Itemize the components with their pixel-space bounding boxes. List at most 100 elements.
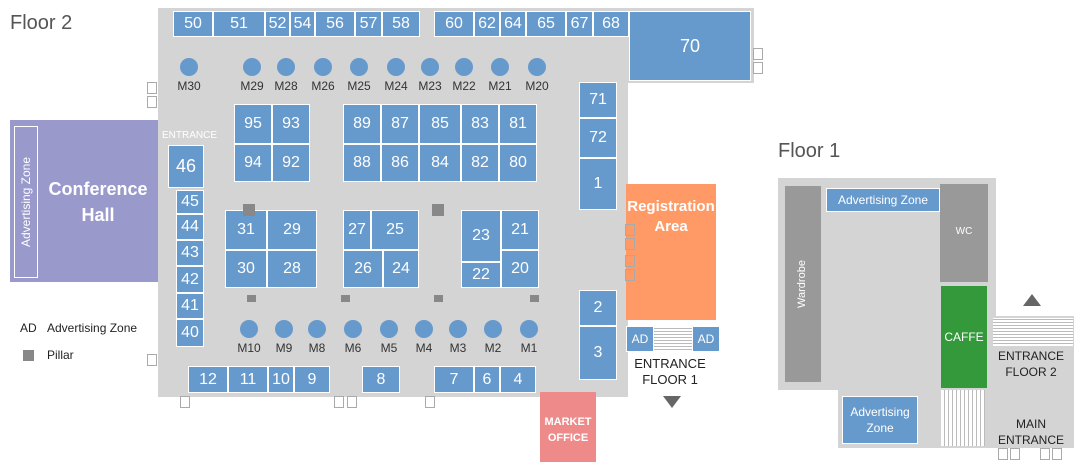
booth-45[interactable]: 45 — [176, 190, 204, 214]
mini-booth-m23[interactable] — [421, 58, 439, 76]
mini-booth-m30[interactable] — [180, 58, 198, 76]
floor1-advertising-zone-bottom[interactable]: Advertising Zone — [842, 396, 918, 444]
mini-booth-m9[interactable] — [275, 320, 293, 338]
conference-advertising-zone[interactable] — [14, 126, 38, 278]
booth-9[interactable]: 9 — [294, 366, 330, 393]
mini-booth-m1[interactable] — [520, 320, 538, 338]
booth-24[interactable]: 24 — [383, 250, 419, 288]
booth-25[interactable]: 25 — [371, 210, 419, 250]
mini-booth-m6-label: M6 — [344, 341, 362, 355]
booth-81[interactable]: 81 — [499, 104, 537, 144]
booth-62[interactable]: 62 — [474, 11, 500, 37]
booth-44[interactable]: 44 — [176, 214, 204, 240]
booth-70[interactable]: 70 — [629, 11, 751, 81]
booth-31[interactable]: 31 — [225, 210, 267, 250]
booth-46[interactable]: 46 — [168, 145, 204, 188]
booth-95[interactable]: 95 — [234, 104, 272, 144]
booth-12[interactable]: 12 — [188, 366, 228, 393]
booth-43[interactable]: 43 — [176, 240, 204, 266]
booth-86[interactable]: 86 — [381, 144, 419, 182]
mini-booth-m24[interactable] — [387, 58, 405, 76]
booth-58[interactable]: 58 — [382, 11, 420, 37]
pillar-icon — [247, 295, 256, 302]
mini-booth-m28[interactable] — [277, 58, 295, 76]
booth-11[interactable]: 11 — [228, 366, 268, 393]
mini-booth-m25[interactable] — [350, 58, 368, 76]
booth-1[interactable]: 1 — [579, 158, 617, 210]
mini-booth-m8[interactable] — [308, 320, 326, 338]
mini-booth-m3[interactable] — [449, 320, 467, 338]
booth-22[interactable]: 22 — [461, 262, 501, 288]
mini-booth-m22-label: M22 — [452, 79, 476, 93]
booth-82[interactable]: 82 — [461, 144, 499, 182]
mini-booth-m29[interactable] — [243, 58, 261, 76]
mini-booth-m21[interactable] — [491, 58, 509, 76]
mini-booth-m5[interactable] — [380, 320, 398, 338]
booth-27[interactable]: 27 — [343, 210, 371, 250]
booth-80[interactable]: 80 — [499, 144, 537, 182]
booth-71[interactable]: 71 — [579, 82, 617, 118]
floor1-title: Floor 1 — [778, 140, 841, 162]
booth-26[interactable]: 26 — [343, 250, 383, 288]
mini-booth-m9-label: M9 — [275, 341, 293, 355]
booth-54[interactable]: 54 — [290, 11, 315, 37]
market-office[interactable] — [540, 392, 596, 462]
mini-booth-m29-label: M29 — [240, 79, 264, 93]
booth-89[interactable]: 89 — [343, 104, 381, 144]
booth-65[interactable]: 65 — [526, 11, 566, 37]
booth-30[interactable]: 30 — [225, 250, 267, 288]
caffe[interactable] — [941, 286, 987, 388]
booth-94[interactable]: 94 — [234, 144, 272, 182]
conference-hall[interactable] — [10, 120, 158, 282]
booth-56[interactable]: 56 — [315, 11, 355, 37]
wc[interactable] — [940, 184, 988, 282]
booth-2[interactable]: 2 — [579, 290, 617, 326]
booth-7[interactable]: 7 — [434, 366, 474, 393]
booth-21[interactable]: 21 — [501, 210, 539, 250]
ad-right[interactable]: AD — [692, 326, 720, 352]
booth-93[interactable]: 93 — [272, 104, 310, 144]
booth-20[interactable]: 20 — [501, 250, 539, 288]
mini-booth-m4[interactable] — [415, 320, 433, 338]
ad-left[interactable]: AD — [626, 326, 654, 352]
booth-51[interactable]: 51 — [213, 11, 265, 37]
booth-87[interactable]: 87 — [381, 104, 419, 144]
booth-42[interactable]: 42 — [176, 266, 204, 293]
booth-29[interactable]: 29 — [267, 210, 317, 250]
booth-10[interactable]: 10 — [268, 366, 294, 393]
booth-4[interactable]: 4 — [500, 366, 536, 393]
door-icon — [625, 269, 635, 281]
booth-57[interactable]: 57 — [355, 11, 382, 37]
mini-booth-m26[interactable] — [314, 58, 332, 76]
booth-50[interactable]: 50 — [173, 11, 213, 37]
floor1-advertising-zone-top[interactable]: Advertising Zone — [826, 188, 940, 212]
mini-booth-m6[interactable] — [344, 320, 362, 338]
mini-booth-m2[interactable] — [484, 320, 502, 338]
booth-72[interactable]: 72 — [579, 118, 617, 158]
booth-68[interactable]: 68 — [593, 11, 629, 37]
wardrobe[interactable] — [785, 186, 821, 382]
booth-88[interactable]: 88 — [343, 144, 381, 182]
registration-area[interactable] — [626, 184, 716, 320]
booth-40[interactable]: 40 — [176, 319, 204, 347]
mini-booth-m22[interactable] — [455, 58, 473, 76]
booth-64[interactable]: 64 — [500, 11, 526, 37]
booth-23[interactable]: 23 — [461, 210, 501, 262]
mini-booth-m28-label: M28 — [274, 79, 298, 93]
booth-67[interactable]: 67 — [566, 11, 593, 37]
booth-92[interactable]: 92 — [272, 144, 310, 182]
booth-8[interactable]: 8 — [362, 366, 400, 393]
booth-84[interactable]: 84 — [419, 144, 461, 182]
booth-52[interactable]: 52 — [265, 11, 290, 37]
booth-6[interactable]: 6 — [474, 366, 500, 393]
booth-85[interactable]: 85 — [419, 104, 461, 144]
booth-3[interactable]: 3 — [579, 326, 617, 380]
booth-60[interactable]: 60 — [434, 11, 474, 37]
mini-booth-m10[interactable] — [240, 320, 258, 338]
booth-83[interactable]: 83 — [461, 104, 499, 144]
booth-28[interactable]: 28 — [267, 250, 317, 288]
mini-booth-m20[interactable] — [528, 58, 546, 76]
booth-41[interactable]: 41 — [176, 293, 204, 319]
mini-booth-m25-label: M25 — [347, 79, 371, 93]
conference-hall-label: Conference Hall — [48, 179, 148, 225]
